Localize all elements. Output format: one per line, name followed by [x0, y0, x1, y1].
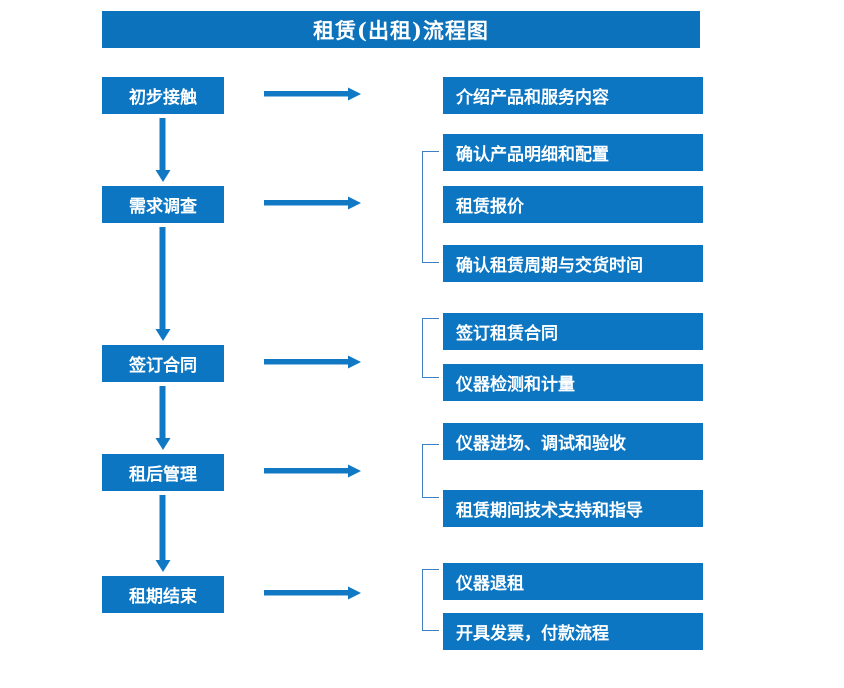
stage-box-1[interactable]: 初步接触: [102, 77, 224, 114]
detail-box-5-2[interactable]: 开具发票，付款流程: [443, 613, 703, 650]
stage-box-5[interactable]: 租期结束: [102, 576, 224, 613]
group-bracket-icon: [422, 318, 439, 378]
detail-box-3-1[interactable]: 签订租赁合同: [443, 313, 703, 350]
right-arrow-icon: [264, 86, 362, 101]
detail-box-1-1[interactable]: 介绍产品和服务内容: [443, 77, 703, 114]
right-arrow-icon: [264, 585, 362, 600]
detail-box-2-1[interactable]: 确认产品明细和配置: [443, 134, 703, 171]
detail-label: 租赁报价: [456, 197, 524, 217]
detail-label: 介绍产品和服务内容: [456, 88, 609, 108]
detail-box-4-2[interactable]: 租赁期间技术支持和指导: [443, 490, 703, 527]
group-bracket-icon: [422, 151, 439, 263]
detail-label: 仪器进场、调试和验收: [456, 434, 626, 454]
page-title: 租赁(出租)流程图: [102, 11, 700, 48]
detail-box-2-2[interactable]: 租赁报价: [443, 186, 703, 223]
detail-label: 确认租赁周期与交货时间: [456, 256, 643, 276]
stage-box-3[interactable]: 签订合同: [102, 345, 224, 382]
group-bracket-icon: [422, 444, 439, 498]
detail-label: 租赁期间技术支持和指导: [456, 501, 643, 521]
right-arrow-icon: [264, 463, 362, 478]
stage-box-2[interactable]: 需求调查: [102, 186, 224, 223]
right-arrow-icon: [264, 195, 362, 210]
detail-box-2-3[interactable]: 确认租赁周期与交货时间: [443, 245, 703, 282]
detail-label: 确认产品明细和配置: [456, 145, 609, 165]
down-arrow-icon: [154, 386, 172, 450]
stage-label: 签订合同: [129, 356, 197, 376]
right-arrow-icon: [264, 354, 362, 369]
detail-label: 仪器检测和计量: [456, 375, 575, 395]
stage-box-4[interactable]: 租后管理: [102, 454, 224, 491]
detail-label: 仪器退租: [456, 574, 524, 594]
detail-box-4-1[interactable]: 仪器进场、调试和验收: [443, 423, 703, 460]
detail-label: 开具发票，付款流程: [456, 624, 609, 644]
down-arrow-icon: [154, 495, 172, 572]
down-arrow-icon: [154, 227, 172, 341]
down-arrow-icon: [154, 118, 172, 182]
stage-label: 租后管理: [129, 465, 197, 485]
group-bracket-icon: [422, 569, 439, 631]
stage-label: 初步接触: [129, 88, 197, 108]
detail-label: 签订租赁合同: [456, 324, 558, 344]
detail-box-5-1[interactable]: 仪器退租: [443, 563, 703, 600]
stage-label: 租期结束: [129, 587, 197, 607]
detail-box-3-2[interactable]: 仪器检测和计量: [443, 364, 703, 401]
stage-label: 需求调查: [129, 197, 197, 217]
